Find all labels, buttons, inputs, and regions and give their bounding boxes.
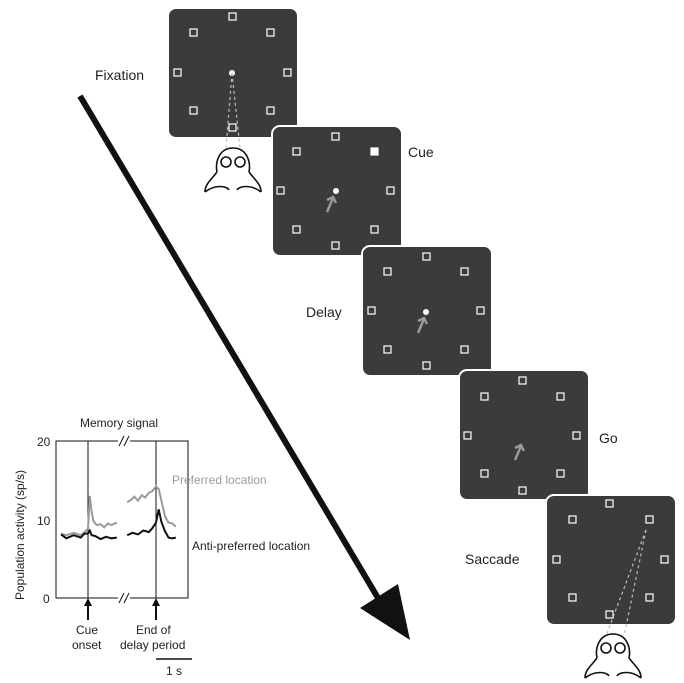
- cue-screen: [271, 125, 403, 257]
- delay-screen: [361, 245, 493, 377]
- axis-break-bottom-mark: [118, 592, 130, 604]
- phase-label-fixation: Fixation: [95, 67, 144, 83]
- ytick-10: 10: [37, 514, 51, 528]
- axis-break-bottom: [118, 593, 130, 603]
- preferred-trace-segment-2: [126, 485, 177, 528]
- phase-label-cue: Cue: [408, 144, 434, 160]
- plot-title: Memory signal: [80, 416, 158, 430]
- legend-anti: Anti-preferred location: [192, 539, 310, 553]
- axis-break-top-mark: [118, 435, 130, 447]
- preferred-trace-segment-1: [60, 495, 118, 537]
- axis-break-top: [118, 436, 130, 446]
- ytick-0: 0: [43, 592, 50, 606]
- eyes-icon: [204, 147, 262, 193]
- legend-preferred: Preferred location: [172, 473, 267, 487]
- population-activity-plot: Memory signal 20 10 0 Population activit…: [13, 416, 310, 678]
- end-delay-label-2: delay period: [120, 638, 185, 652]
- cue-onset-arrowhead: [84, 598, 92, 606]
- plot-frame: [55, 440, 189, 599]
- phase-label-saccade: Saccade: [465, 551, 520, 567]
- end-delay-arrowhead: [152, 598, 160, 606]
- eyes-icon: [584, 633, 642, 679]
- end-delay-label-1: End of: [136, 623, 171, 637]
- cue-onset-label-1: Cue: [76, 623, 98, 637]
- y-axis-label: Population activity (sp/s): [13, 470, 27, 600]
- ytick-20: 20: [37, 435, 51, 449]
- anti-preferred-trace-segment-1: [60, 528, 117, 541]
- fixation-screen: [167, 7, 299, 149]
- phase-label-delay: Delay: [306, 304, 342, 320]
- go-screen: [458, 369, 590, 501]
- plot-traces: [60, 485, 177, 541]
- cue-onset-label-2: onset: [72, 638, 102, 652]
- anti-preferred-trace-segment-2: [126, 509, 176, 540]
- phase-label-go: Go: [599, 430, 618, 446]
- saccade-screen: [545, 494, 677, 637]
- scale-bar-label: 1 s: [166, 664, 182, 678]
- time-arrow-head: [360, 584, 410, 640]
- time-arrow-shaft: [77, 94, 381, 600]
